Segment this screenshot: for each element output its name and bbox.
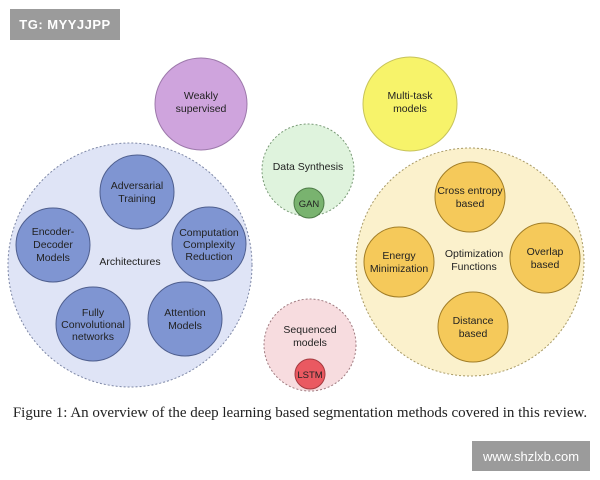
optimization-group: Optimization Functions Cross entropy bas… (355, 147, 585, 377)
adversarial-training-line-1: Adversarial (111, 180, 164, 192)
computation-line-1: Computation (179, 227, 239, 239)
encoder-decoder-line-1: Encoder- (32, 226, 75, 238)
architectures-label: Architectures (99, 256, 160, 268)
distance-line-2: based (459, 328, 488, 340)
multi-task-group: Multi-task models (362, 56, 458, 152)
cross-entropy-line-1: Cross entropy (437, 185, 503, 197)
optimization-label-line-1: Optimization (445, 248, 504, 260)
lstm-node: LSTM (297, 370, 322, 381)
encoder-decoder-line-3: Models (36, 252, 70, 264)
weakly-supervised-group: Weakly supervised (154, 57, 248, 151)
sequenced-models-group: Sequenced models LSTM (263, 298, 357, 392)
sequenced-line-1: Sequenced (283, 324, 336, 336)
multi-task-line-2: models (393, 103, 427, 115)
data-synthesis-label: Data Synthesis (273, 161, 344, 173)
cross-entropy-line-2: based (456, 198, 485, 210)
attention-models-line-1: Attention (164, 307, 206, 319)
watermark-bottom-right: www.shzlxb.com (472, 441, 590, 471)
sequenced-line-2: models (293, 337, 327, 349)
fcn-line-2: Convolutional (61, 319, 125, 331)
computation-line-3: Reduction (185, 251, 232, 263)
adversarial-training-line-2: Training (118, 193, 156, 205)
overlap-line-1: Overlap (527, 246, 564, 258)
figure-caption: Figure 1: An overview of the deep learni… (12, 405, 588, 421)
attention-models-line-2: Models (168, 320, 202, 332)
data-synthesis-group: Data Synthesis GAN (261, 123, 355, 219)
watermark-top-left: TG: MYYJJPP (10, 9, 120, 40)
fcn-line-3: networks (72, 331, 114, 343)
architectures-group: Architectures Adversarial Training Compu… (7, 142, 253, 388)
energy-line-2: Minimization (370, 263, 429, 275)
optimization-label-line-2: Functions (451, 261, 497, 273)
gan-node: GAN (299, 199, 320, 210)
distance-line-1: Distance (453, 315, 494, 327)
overlap-line-2: based (531, 259, 560, 271)
multi-task-line-1: Multi-task (388, 90, 434, 102)
fcn-line-1: Fully (82, 307, 105, 319)
weakly-supervised-line-1: Weakly (184, 90, 219, 102)
energy-line-1: Energy (382, 250, 416, 262)
weakly-supervised-line-2: supervised (176, 103, 227, 115)
encoder-decoder-line-2: Decoder (33, 239, 73, 251)
computation-line-2: Complexity (183, 239, 236, 251)
